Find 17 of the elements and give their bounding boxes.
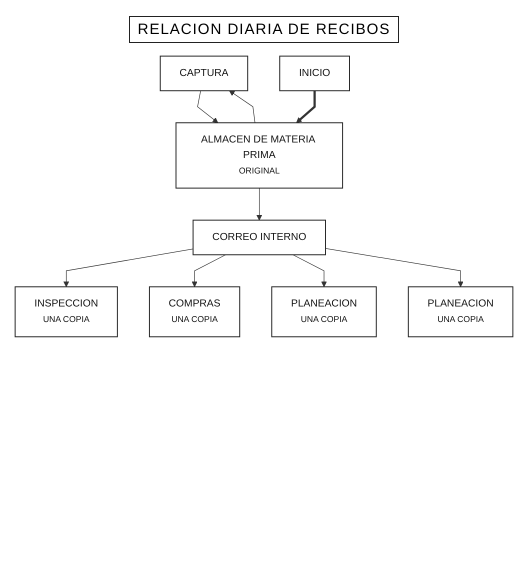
arrow — [325, 248, 464, 288]
node-box: CAPTURA — [160, 56, 248, 92]
title-box: RELACION DIARIA DE RECIBOS — [128, 16, 400, 43]
node-box: PLANEACION UNA COPIA — [408, 286, 514, 338]
arrow — [292, 254, 327, 288]
arrow — [229, 90, 256, 124]
arrow — [197, 90, 218, 124]
node-box: ALMACEN DE MATERIA PRIMA ORIGINAL — [176, 122, 344, 189]
arrow — [296, 90, 316, 124]
node-box: INSPECCION UNA COPIA — [14, 286, 118, 338]
arrow — [256, 188, 262, 220]
node-box: PLANEACION UNA COPIA — [271, 286, 377, 338]
arrow — [192, 254, 226, 288]
node-box: COMPRAS UNA COPIA — [148, 286, 240, 338]
arrow — [63, 248, 194, 288]
node-box: CORREO INTERNO — [192, 220, 326, 256]
node-box: INICIO — [279, 56, 350, 92]
